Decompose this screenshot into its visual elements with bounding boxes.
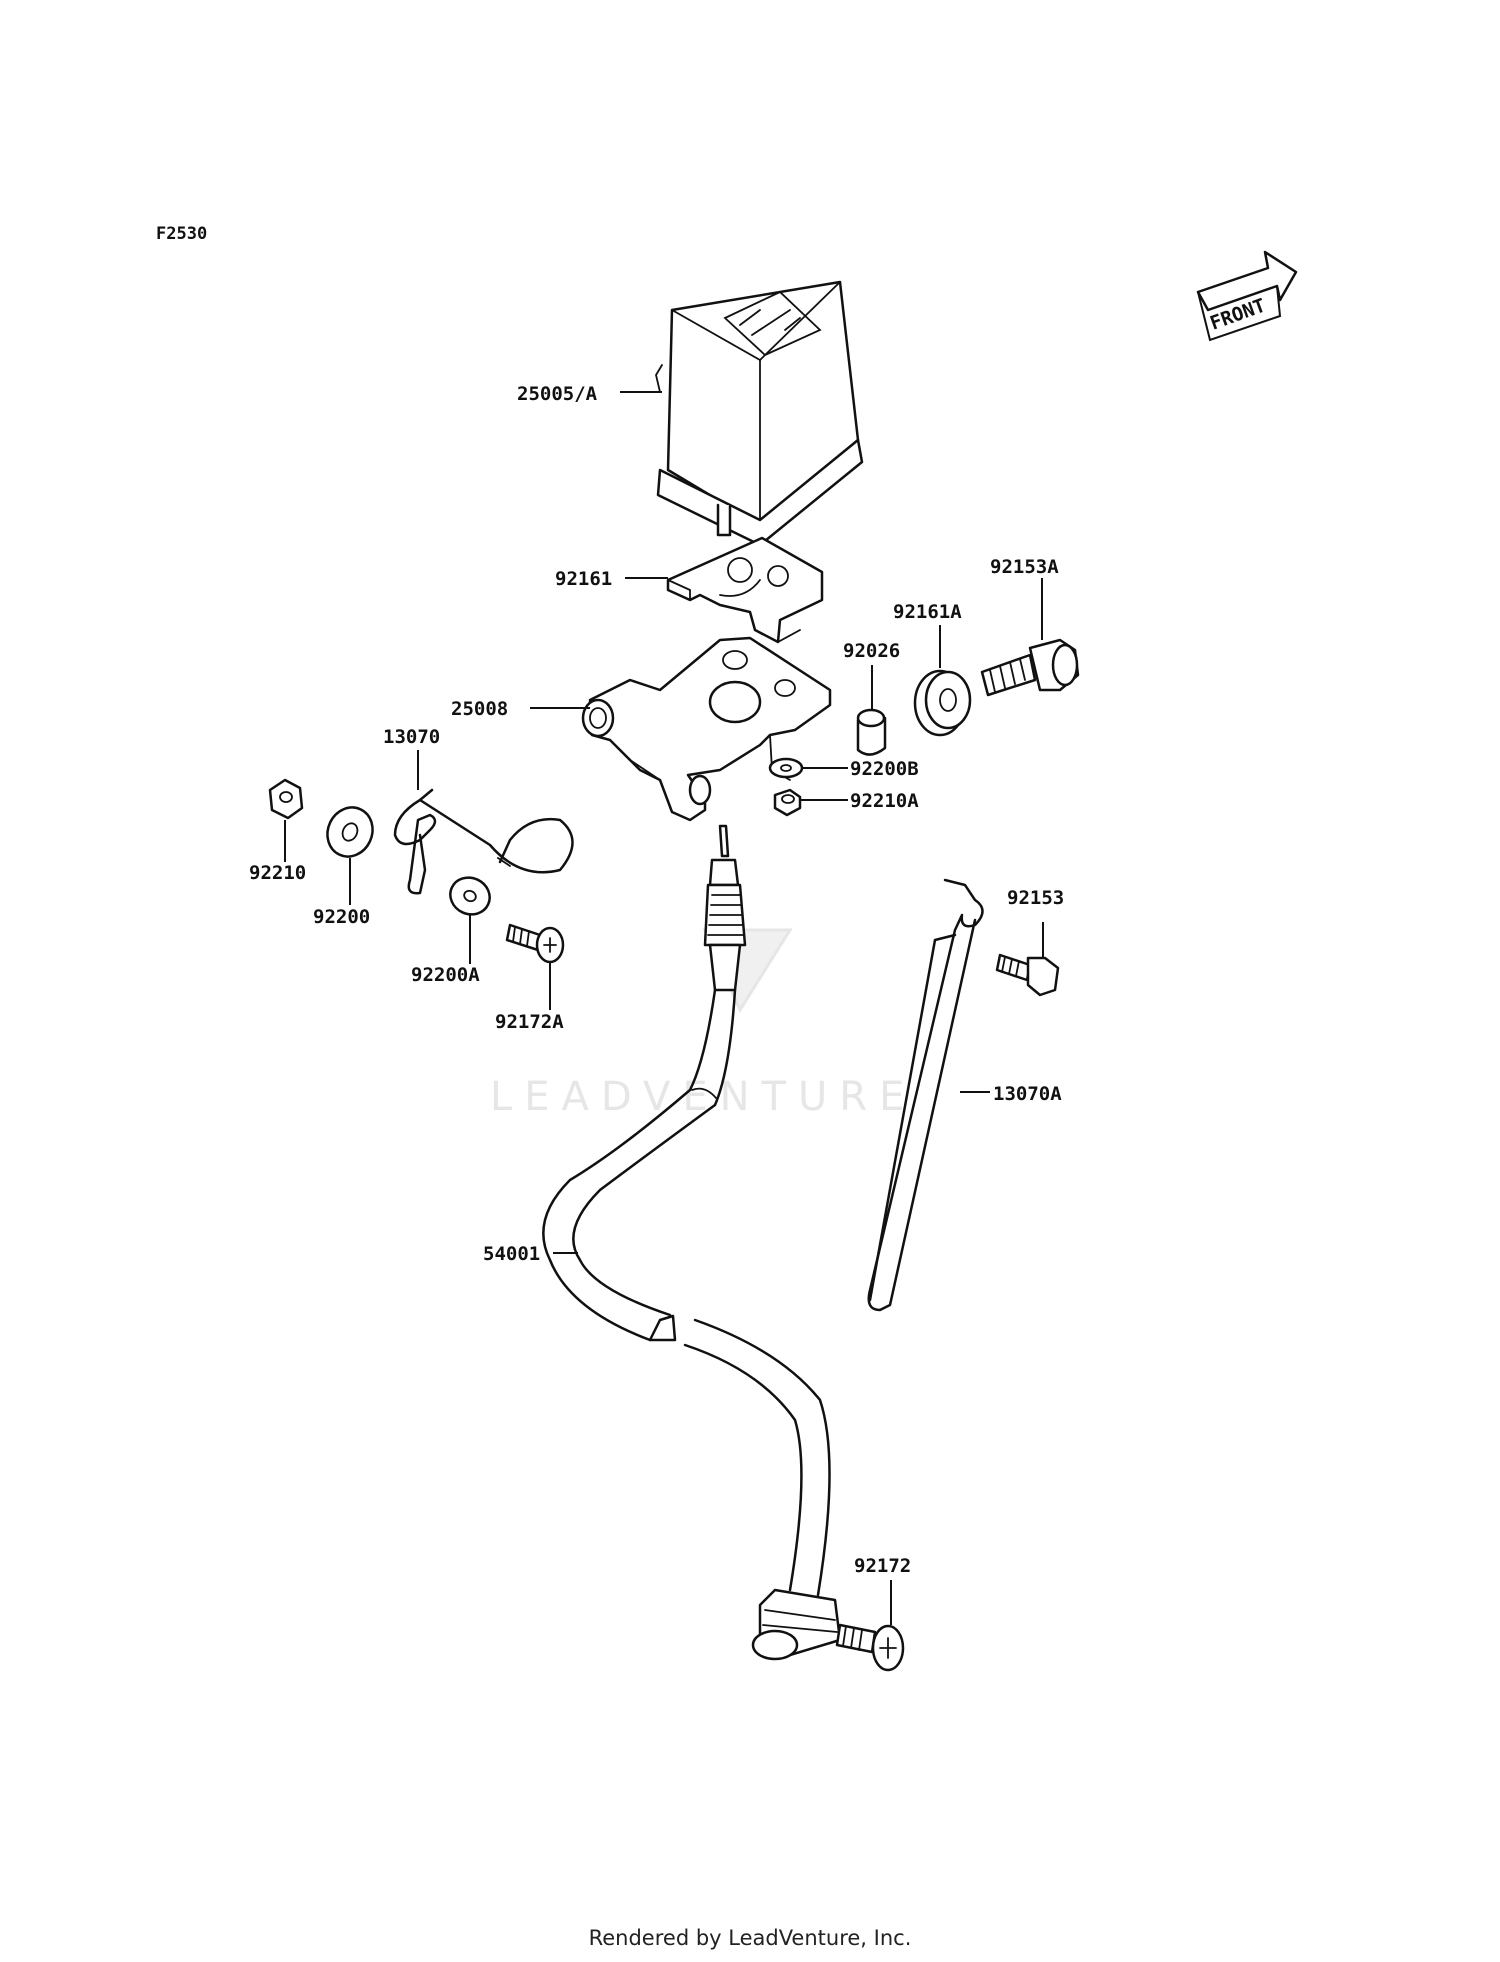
meter-housing (655, 280, 864, 547)
callout-labels: 25005/A 92161 92153A 92161A 92026 25008 … (249, 383, 1064, 1577)
screw-92172 (835, 1623, 905, 1672)
label-92161A: 92161A (893, 601, 962, 623)
label-92210A: 92210A (850, 790, 919, 812)
bracket-13070A (867, 878, 984, 1312)
washer-92200A (449, 876, 491, 916)
nut-92210A (773, 788, 802, 817)
washer-92200B (768, 757, 804, 779)
label-25008: 25008 (451, 698, 508, 720)
screw-92172A (505, 923, 565, 964)
label-92153: 92153 (1007, 887, 1064, 909)
washer-92200 (326, 806, 374, 858)
bolt-92153A (980, 638, 1080, 697)
bolt-92153 (995, 953, 1060, 997)
label-92210: 92210 (249, 862, 306, 884)
diagram-id: F2530 (156, 224, 207, 244)
label-92172: 92172 (854, 1555, 911, 1577)
label-92161: 92161 (555, 568, 612, 590)
watermark-text: LEADVENTURE (490, 1074, 916, 1120)
footer-credit: Rendered by LeadVenture, Inc. (589, 1926, 912, 1950)
watermark: LEADVENTURE (490, 928, 916, 1120)
nut-92210 (268, 778, 304, 820)
label-13070: 13070 (383, 726, 440, 748)
label-13070A: 13070A (993, 1083, 1062, 1105)
label-92026: 92026 (843, 640, 900, 662)
label-92153A: 92153A (990, 556, 1059, 578)
label-92172A: 92172A (495, 1011, 564, 1033)
label-54001: 54001 (483, 1243, 540, 1265)
cushion-92161 (666, 536, 824, 644)
label-25005A: 25005/A (517, 383, 598, 405)
leader-lines (284, 391, 1044, 1625)
collar-92026 (856, 708, 887, 756)
label-92200: 92200 (313, 906, 370, 928)
grommet-92161A (913, 669, 972, 737)
bracket-25008 (581, 636, 832, 822)
label-92200B: 92200B (850, 758, 919, 780)
front-arrow-icon: FRONT (1196, 250, 1298, 342)
cable-54001 (542, 824, 842, 1661)
label-92200A: 92200A (411, 964, 480, 986)
clip-13070 (393, 788, 574, 895)
